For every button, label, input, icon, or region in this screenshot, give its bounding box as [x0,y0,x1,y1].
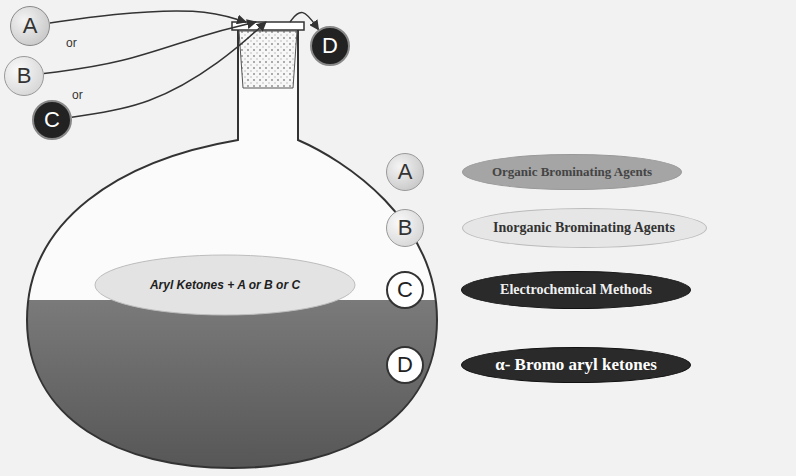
or-label: or [72,88,83,102]
key-oval: Organic Brominating Agents [462,154,682,190]
or-label: or [66,36,77,50]
reaction-arrow [44,22,256,74]
product-circle: D [310,26,350,66]
node-text: B [17,63,32,89]
node-text: Organic Brominating Agents [492,164,652,180]
key-circle: D [386,346,424,384]
flask-stopper [239,31,297,88]
reaction-arrow [72,22,266,117]
key-oval: Electrochemical Methods [461,271,691,309]
node-text: D [322,33,338,59]
key-circle: C [386,271,424,309]
node-text: B [398,215,413,241]
reagent-circle: C [32,100,72,140]
key-oval: α- Bromo aryl ketones [461,347,691,383]
key-circle: A [386,153,424,191]
node-text: D [397,352,413,378]
label-ellipse [95,255,355,315]
reaction-flask: Aryl Ketones + A or B or C [20,22,440,470]
reagent-circle: B [4,56,44,96]
node-text: C [397,277,413,303]
node-text: A [23,13,38,39]
node-text: α- Bromo aryl ketones [495,355,657,375]
node-text: C [44,107,60,133]
node-text: Electrochemical Methods [500,282,652,298]
reaction-arrow [50,11,246,23]
key-circle: B [386,209,424,247]
reagent-circle: A [10,6,50,46]
flask-liquid [20,300,450,475]
flask-rim [232,22,304,30]
node-text: A [398,159,413,185]
reaction-arrow [290,12,319,29]
key-oval: Inorganic Brominating Agents [462,208,707,248]
node-text: Aryl Ketones + A or B or C [150,278,300,292]
node-text: Inorganic Brominating Agents [493,220,675,236]
flask-outline [27,30,437,468]
